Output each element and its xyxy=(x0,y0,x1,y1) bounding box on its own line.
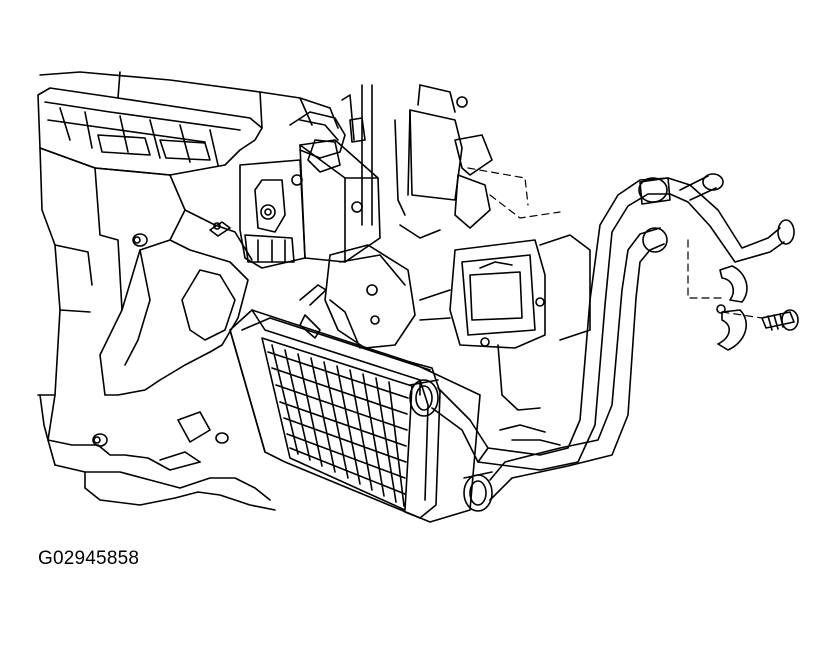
pipe-clamp xyxy=(717,266,747,350)
heater-water-pipes xyxy=(432,174,794,500)
assembly-leader-lines xyxy=(468,168,762,318)
heater-core xyxy=(230,310,492,522)
heater-case-housing xyxy=(38,72,338,510)
figure-id-label: G02945858 xyxy=(38,548,140,569)
air-mix-servo-motor xyxy=(240,95,380,268)
heater-duct-bracket xyxy=(362,85,492,238)
clamp-screw xyxy=(762,310,798,330)
blower-resistor-module xyxy=(300,235,590,410)
